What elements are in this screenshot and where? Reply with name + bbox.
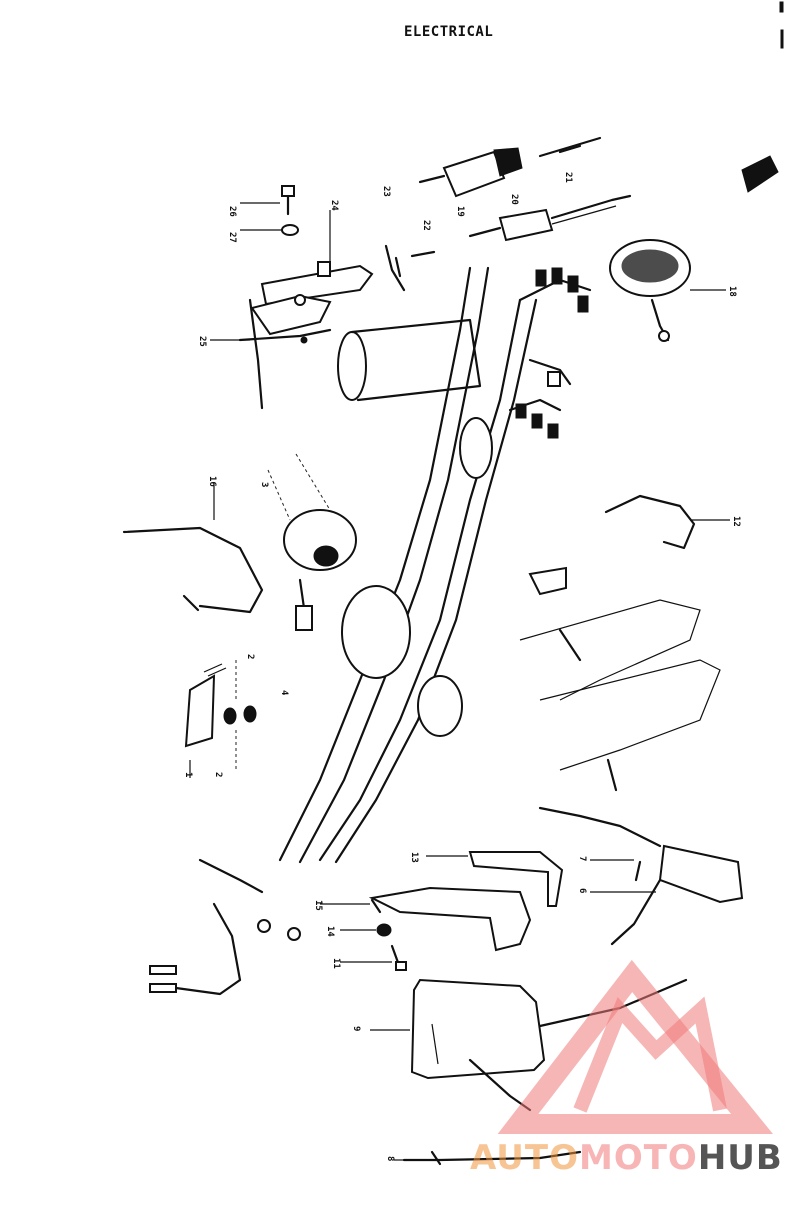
diagram-title: ELECTRICAL: [404, 24, 494, 40]
part-bracket-13: [426, 851, 564, 907]
part-lower-connectors: [149, 858, 301, 996]
callout-6: 6: [577, 888, 587, 893]
part-strap-23: [384, 244, 406, 292]
part-main-wiring-harness: [278, 266, 538, 864]
callout-12: 12: [731, 516, 741, 527]
watermark-logo-text: AUTOMOTOHUB: [470, 1138, 783, 1178]
part-washer-14: [340, 923, 392, 937]
watermark-auto: AUTO: [470, 1138, 579, 1178]
callout-23: 23: [381, 186, 391, 197]
part-horn-18: [609, 239, 726, 342]
part-regulator-bracket-15: [320, 886, 532, 952]
part-washer-27: [240, 224, 299, 236]
part-harness-upper-connectors: [508, 267, 592, 439]
part-fuse-holder-1: [184, 663, 227, 778]
callout-24: 24: [329, 200, 339, 211]
callout-7: 7: [577, 856, 587, 861]
corner-marks: [779, 1, 784, 49]
part-cable-8: [394, 1150, 582, 1166]
part-switch-6: [538, 806, 744, 946]
part-band-12: [604, 494, 730, 550]
watermark-moto: MOTO: [578, 1138, 698, 1178]
callout-25: 25: [197, 336, 207, 347]
part-lamp-19: [418, 147, 523, 198]
callout-14: 14: [325, 926, 335, 937]
callout-26: 26: [227, 206, 237, 217]
direction-arrow: [741, 155, 779, 193]
part-grommets-2: [223, 660, 257, 770]
callout-3: 3: [259, 482, 269, 487]
watermark-hub: HUB: [697, 1138, 783, 1178]
callout-8: 8: [385, 1156, 395, 1161]
part-frame-bracket: [519, 566, 721, 792]
part-flasher-3: [267, 453, 357, 631]
callout-22: 22: [421, 220, 431, 231]
part-bolt-11: [340, 944, 407, 971]
part-bolt-26: [240, 185, 295, 216]
callout-20: 20: [509, 194, 519, 205]
callout-21: 21: [563, 172, 573, 183]
part-spring-21: [538, 136, 602, 158]
callout-19: 19: [455, 206, 465, 217]
part-bracket-assembly-25: [210, 210, 374, 410]
part-band-16: [122, 482, 264, 614]
callout-2-top: 2: [245, 654, 255, 659]
callout-1: 1: [183, 772, 193, 777]
part-socket-20: [468, 194, 632, 242]
callout-11: 11: [331, 958, 341, 969]
callout-9: 9: [351, 1026, 361, 1031]
callout-2-bottom: 2: [213, 772, 223, 777]
part-headlight-shell: [337, 318, 482, 402]
callout-4: 4: [279, 690, 289, 696]
part-connector-22: [410, 250, 436, 258]
callout-18: 18: [727, 286, 737, 297]
callout-16: 16: [207, 476, 217, 487]
watermark-logo-mark: [497, 959, 773, 1134]
callout-27: 27: [227, 232, 237, 243]
callout-labels: 26 27 24 23 25 22 19 20 21 18 16 3 12 2 …: [183, 172, 741, 1161]
callout-13: 13: [409, 852, 419, 863]
callout-15: 15: [313, 900, 323, 911]
